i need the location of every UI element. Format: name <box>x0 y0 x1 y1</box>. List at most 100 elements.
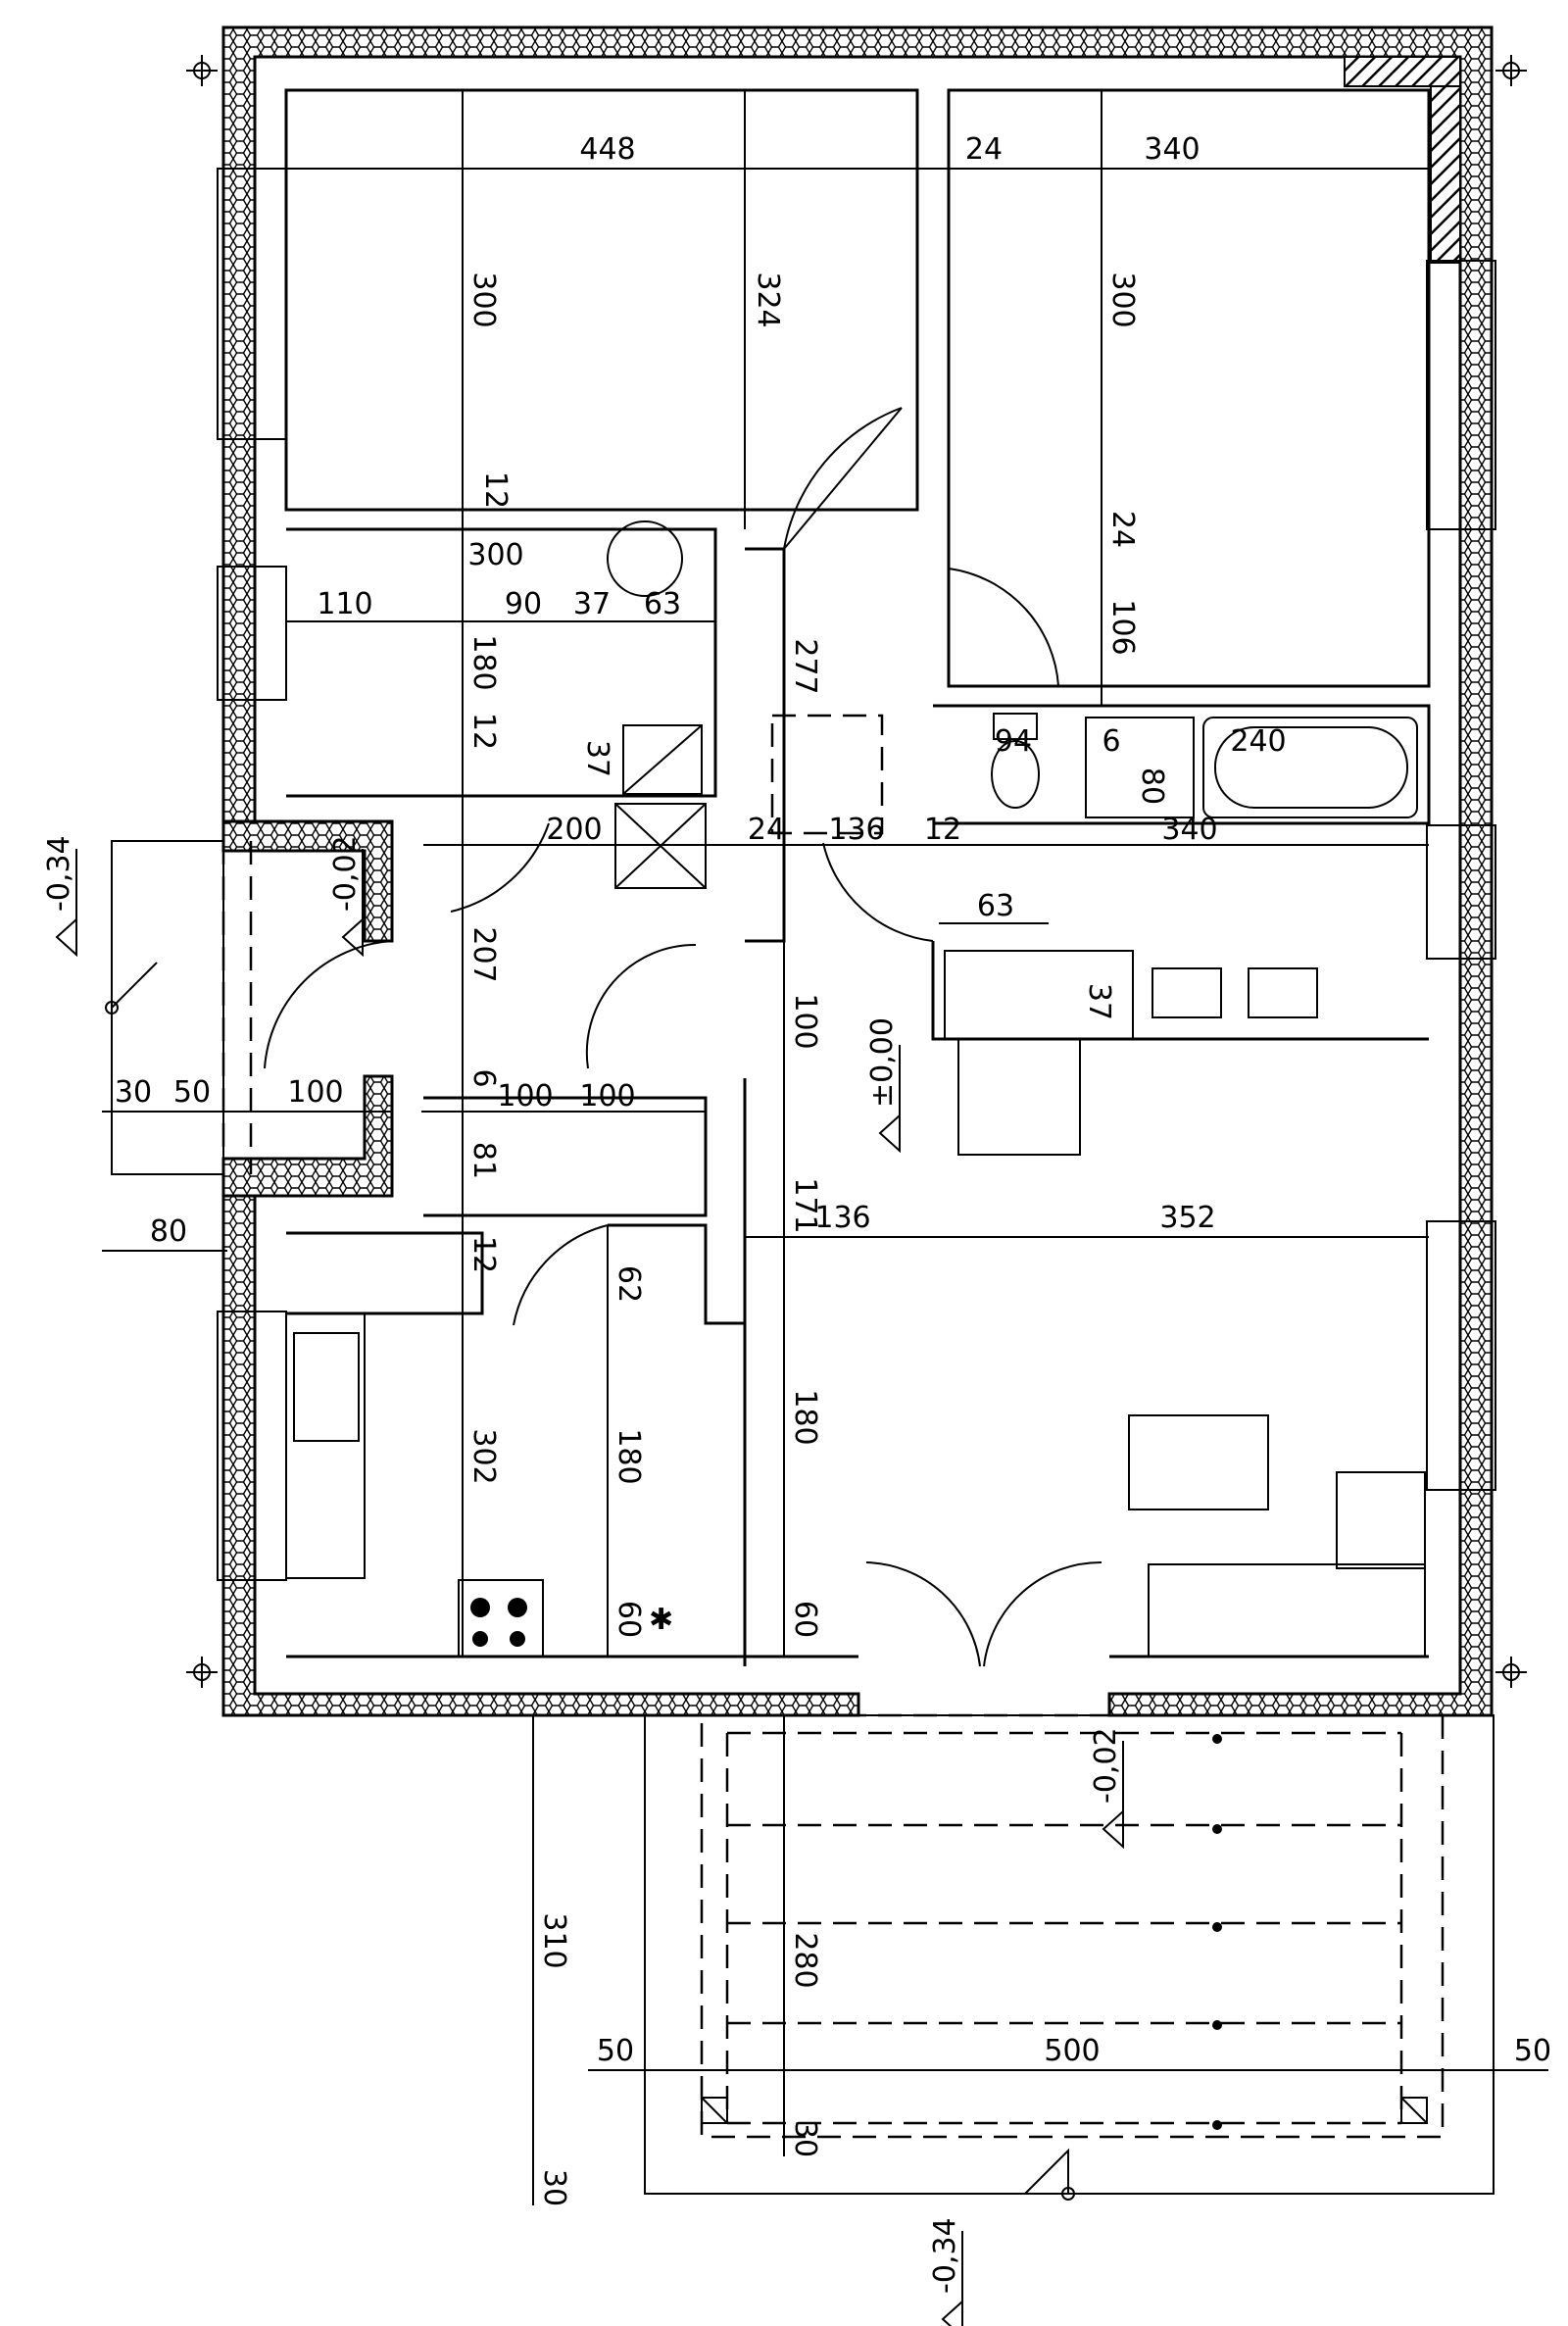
post-left-x <box>701 2097 728 2124</box>
dimension-label: 171 <box>788 1177 822 1233</box>
dimension-label: 110 <box>317 587 372 621</box>
hall-wall-niche <box>221 819 394 943</box>
dimension-label: 100 <box>579 1079 635 1114</box>
dimension-label: 136 <box>814 1201 870 1235</box>
dimension-label: 60 <box>788 1601 822 1638</box>
dimension-label: 63 <box>977 889 1014 923</box>
level-mark: -0,02 <box>1089 1727 1124 1850</box>
sofa-long <box>1148 1563 1426 1658</box>
level-mark: -0,02 <box>328 835 364 958</box>
door-bedroom-left <box>783 407 903 550</box>
dimension-label: 12 <box>478 471 513 509</box>
dimension-label: 12 <box>466 1236 501 1273</box>
crosshair-icon <box>1495 1657 1527 1688</box>
pergola-dot-1 <box>1212 1734 1222 1744</box>
corridor-wall-left <box>745 547 786 943</box>
pergola-dot-5 <box>1212 2120 1222 2130</box>
bathtub <box>1202 717 1418 818</box>
level-labels: -0,34 -0,02 ±0,00 -0,02 -0,34 <box>42 835 1124 2326</box>
post-right <box>1400 2097 1428 2124</box>
dimension-label: 136 <box>828 813 884 847</box>
kitchen-sink-1 <box>1152 967 1222 1018</box>
hatched-corner <box>1344 56 1461 87</box>
kitchen-sink-2 <box>1248 967 1318 1018</box>
kitchenette-wall <box>931 941 1429 1041</box>
post-left <box>701 2097 728 2124</box>
level-mark: -0,34 <box>928 2217 963 2326</box>
dimension-label: 80 <box>1135 767 1169 805</box>
pergola-dot-2 <box>1212 1824 1222 1834</box>
burner-1 <box>470 1598 490 1617</box>
dimension-label: 24 <box>748 813 785 847</box>
level-label: ±0,00 <box>865 1017 900 1108</box>
outdoor-areas <box>105 840 1494 2201</box>
registration-marks <box>186 55 1527 1688</box>
boiler <box>622 724 703 795</box>
porch-outline <box>111 840 224 1175</box>
level-label: -0,02 <box>328 835 363 912</box>
utility-room-wall <box>286 527 717 798</box>
boiler-diagonal <box>622 724 703 795</box>
level-triangle-icon <box>878 1113 901 1154</box>
door-entrance <box>264 940 393 1069</box>
dimension-label: 180 <box>788 1389 822 1445</box>
interior-walls <box>284 88 1431 1666</box>
dimension-label: 63 <box>644 587 681 621</box>
door-wc <box>513 1224 609 1326</box>
dimension-label: 106 <box>1105 599 1140 655</box>
dimension-label: 6 <box>1102 724 1120 759</box>
door-terrace-left <box>865 1561 981 1667</box>
dimension-label: 37 <box>580 740 614 777</box>
hall-wall-niche-lower <box>221 1074 394 1198</box>
porch-level-point <box>105 1001 119 1015</box>
dimension-label: 100 <box>788 993 822 1049</box>
dimension-label: 200 <box>546 813 602 847</box>
laundry-box <box>770 714 884 835</box>
dimension-label: 24 <box>965 132 1003 167</box>
exterior-wall-band <box>221 25 1494 1717</box>
shower-tray <box>1085 717 1195 818</box>
stair-level-point <box>1061 2187 1075 2201</box>
door-terrace-right <box>983 1560 1102 1667</box>
level-triangle-icon <box>1102 1808 1124 1850</box>
dimension-label: 448 <box>579 132 635 167</box>
dimension-label: 81 <box>466 1142 501 1179</box>
wc-wall <box>423 1096 708 1217</box>
dimension-label: 6 <box>466 1068 501 1087</box>
pergola-dot-4 <box>1212 2020 1222 2030</box>
dimension-label: 50 <box>1514 2034 1551 2068</box>
dimension-label: 300 <box>1105 272 1140 327</box>
kitchen-worktop <box>285 1312 366 1579</box>
dimension-label: 300 <box>466 272 501 327</box>
door-bathroom <box>822 842 934 942</box>
dimension-label: 310 <box>537 1912 571 1968</box>
pergola-outline <box>700 1713 1445 2139</box>
bathroom-wall <box>933 704 1431 825</box>
kitchen-stove <box>458 1579 544 1658</box>
burner-3 <box>472 1631 488 1647</box>
dimension-label: 60 <box>612 1601 646 1638</box>
dimension-label: 50 <box>173 1075 211 1110</box>
doors <box>264 407 1102 1667</box>
dimension-label: 30 <box>537 2169 571 2206</box>
level-label: -0,02 <box>1089 1727 1123 1804</box>
porch-ramp <box>111 962 158 1009</box>
dimension-label: 94 <box>995 724 1032 759</box>
window-left-1 <box>217 168 287 440</box>
kitchen-lower-wall <box>608 1223 745 1325</box>
drain <box>607 520 683 597</box>
bathtub-inner <box>1214 726 1408 809</box>
dimension-label: 12 <box>466 713 501 750</box>
kitchen-sink-left <box>293 1332 360 1442</box>
dimension-label: 62 <box>612 1265 646 1303</box>
dimension-lines <box>102 90 1548 2205</box>
post-right-x <box>1400 2097 1428 2124</box>
dimension-label: 500 <box>1044 2034 1100 2068</box>
dimension-label: 302 <box>466 1428 501 1484</box>
level-triangle-icon <box>941 2299 963 2326</box>
dimension-label: 100 <box>287 1075 343 1110</box>
level-label: -0,34 <box>42 835 76 912</box>
dimension-label: 90 <box>505 587 542 621</box>
